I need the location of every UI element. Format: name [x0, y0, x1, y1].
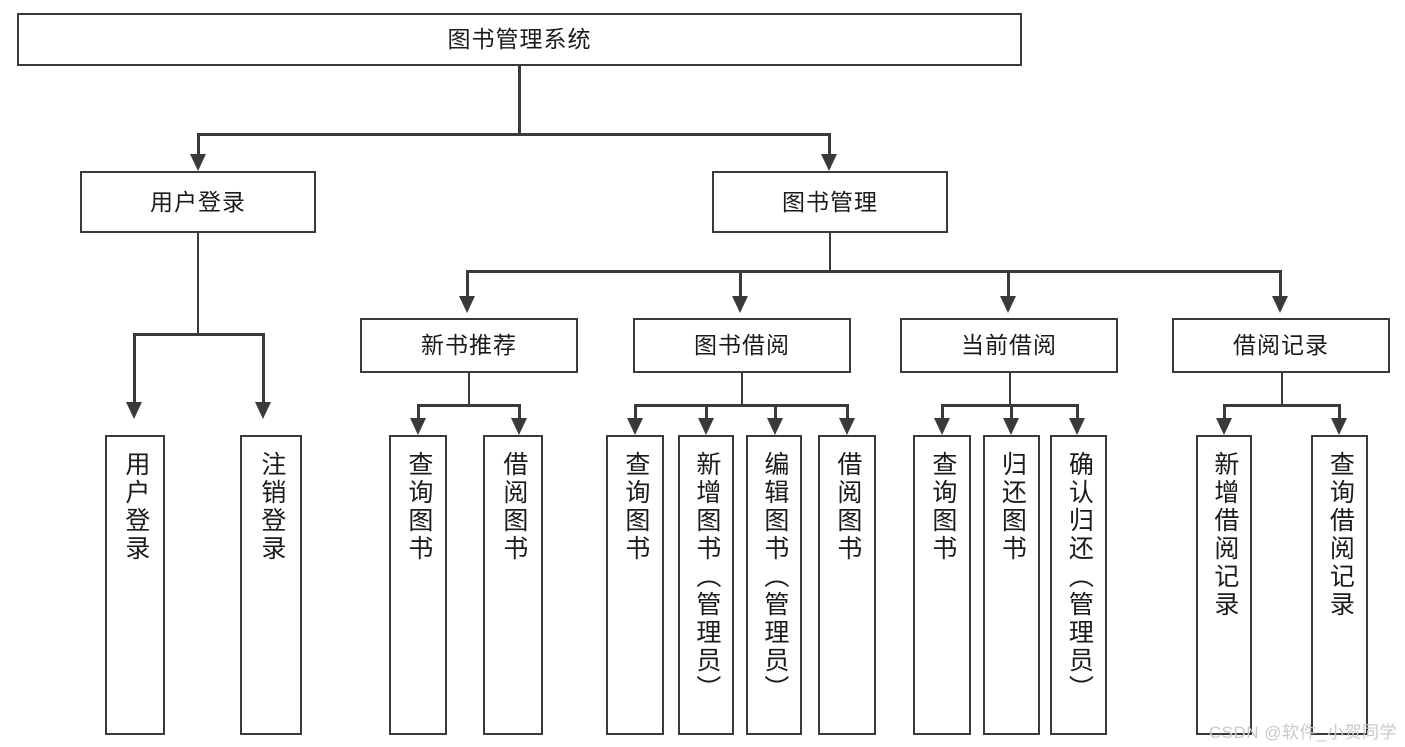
connector-cb-drop-3: [1076, 404, 1079, 422]
arrowhead-book-borrow: [732, 296, 748, 313]
leaf-label: 归还图书: [998, 451, 1027, 563]
arrowhead-borrow-record: [1272, 296, 1288, 313]
connector-user-login-bar: [133, 333, 264, 336]
leaf-add-borrow-record[interactable]: 新增借阅记录: [1196, 435, 1252, 735]
arrowhead-bb-edit: [767, 418, 783, 435]
arrowhead-cb-return: [1003, 418, 1019, 435]
leaf-label: 新增借阅记录: [1210, 451, 1239, 619]
connector-root-stem: [518, 66, 521, 135]
arrowhead-leaf-logout: [255, 402, 271, 419]
connector-bb-drop-1: [634, 404, 637, 422]
leaf-label: 新增图书（管理员）: [692, 451, 721, 703]
arrowhead-nb-query: [410, 418, 426, 435]
connector-to-current-borrow: [1007, 270, 1010, 299]
arrowhead-cb-confirm: [1069, 418, 1085, 435]
node-label: 借阅记录: [1233, 332, 1329, 358]
connector-new-book-drop-1: [417, 404, 420, 422]
connector-new-book-stem: [467, 373, 470, 407]
connector-user-login-stem: [196, 233, 199, 335]
connector-to-borrow-record: [1279, 270, 1282, 299]
leaf-confirm-return-admin[interactable]: 确认归还（管理员）: [1050, 435, 1107, 735]
connector-current-borrow-stem: [1008, 373, 1011, 407]
arrowhead-nb-borrow: [511, 418, 527, 435]
node-root-book-management-system[interactable]: 图书管理系统: [17, 13, 1022, 66]
leaf-label: 查询图书: [404, 451, 433, 563]
connector-book-manage-stem: [828, 233, 831, 272]
arrowhead-br-query: [1331, 418, 1347, 435]
leaf-label: 查询借阅记录: [1326, 451, 1355, 619]
connector-current-borrow-bar: [941, 404, 1078, 407]
arrowhead-root-to-book-manage: [821, 154, 837, 171]
arrowhead-current-borrow: [1000, 296, 1016, 313]
leaf-label: 查询图书: [621, 451, 650, 563]
connector-user-login-drop-1: [133, 333, 136, 405]
arrowhead-root-to-user-login: [190, 154, 206, 171]
leaf-current-borrow-query[interactable]: 查询图书: [913, 435, 971, 735]
leaf-book-borrow-query[interactable]: 查询图书: [606, 435, 664, 735]
connector-bb-drop-3: [774, 404, 777, 422]
leaf-book-borrow-action[interactable]: 借阅图书: [818, 435, 876, 735]
leaf-label: 注销登录: [257, 451, 286, 563]
node-book-management[interactable]: 图书管理: [712, 171, 948, 233]
connector-cb-drop-2: [1010, 404, 1013, 422]
node-label: 图书管理系统: [447, 26, 592, 52]
connector-to-new-book: [466, 270, 469, 299]
connector-book-borrow-bar: [634, 404, 849, 407]
connector-new-book-bar: [417, 404, 520, 407]
arrowhead-bb-borrow: [839, 418, 855, 435]
connector-root-to-user-login: [197, 133, 200, 157]
leaf-label: 确认归还（管理员）: [1065, 451, 1094, 703]
connector-new-book-drop-2: [518, 404, 521, 422]
connector-user-login-drop-2: [262, 333, 265, 405]
leaf-logout[interactable]: 注销登录: [240, 435, 302, 735]
leaf-new-book-query[interactable]: 查询图书: [389, 435, 447, 735]
connector-borrow-record-bar: [1223, 404, 1340, 407]
connector-bb-drop-4: [846, 404, 849, 422]
arrowhead-new-book: [459, 296, 475, 313]
leaf-label: 借阅图书: [833, 451, 862, 563]
arrowhead-br-add: [1216, 418, 1232, 435]
connector-bb-drop-2: [705, 404, 708, 422]
node-current-borrow[interactable]: 当前借阅: [900, 318, 1118, 373]
leaf-query-borrow-record[interactable]: 查询借阅记录: [1311, 435, 1368, 735]
connector-level1-bar: [197, 133, 831, 136]
leaf-label: 查询图书: [928, 451, 957, 563]
arrowhead-bb-query: [627, 418, 643, 435]
arrowhead-bb-add: [698, 418, 714, 435]
node-label: 图书管理: [782, 188, 878, 215]
leaf-label: 用户登录: [121, 451, 150, 563]
leaf-book-add-admin[interactable]: 新增图书（管理员）: [678, 435, 734, 735]
connector-cb-drop-1: [941, 404, 944, 422]
node-label: 用户登录: [150, 188, 246, 215]
node-new-book-recommend[interactable]: 新书推荐: [360, 318, 578, 373]
leaf-user-login[interactable]: 用户登录: [105, 435, 165, 735]
arrowhead-leaf-user-login: [126, 402, 142, 419]
leaf-label: 编辑图书（管理员）: [760, 451, 789, 703]
node-label: 当前借阅: [961, 332, 1057, 358]
connector-borrow-record-stem: [1280, 373, 1283, 407]
leaf-new-book-borrow[interactable]: 借阅图书: [483, 435, 543, 735]
connector-book-manage-bar: [466, 270, 1281, 273]
node-label: 新书推荐: [421, 332, 517, 358]
node-user-login[interactable]: 用户登录: [80, 171, 316, 233]
arrowhead-cb-query: [934, 418, 950, 435]
leaf-book-edit-admin[interactable]: 编辑图书（管理员）: [746, 435, 802, 735]
connector-root-to-book-manage: [828, 133, 831, 157]
leaf-label: 借阅图书: [499, 451, 528, 563]
connector-br-drop-1: [1223, 404, 1226, 422]
node-label: 图书借阅: [694, 332, 790, 358]
node-book-borrow[interactable]: 图书借阅: [633, 318, 851, 373]
connector-book-borrow-stem: [740, 373, 743, 407]
leaf-return-book[interactable]: 归还图书: [983, 435, 1040, 735]
connector-br-drop-2: [1338, 404, 1341, 422]
connector-to-book-borrow: [739, 270, 742, 299]
node-borrow-record[interactable]: 借阅记录: [1172, 318, 1390, 373]
